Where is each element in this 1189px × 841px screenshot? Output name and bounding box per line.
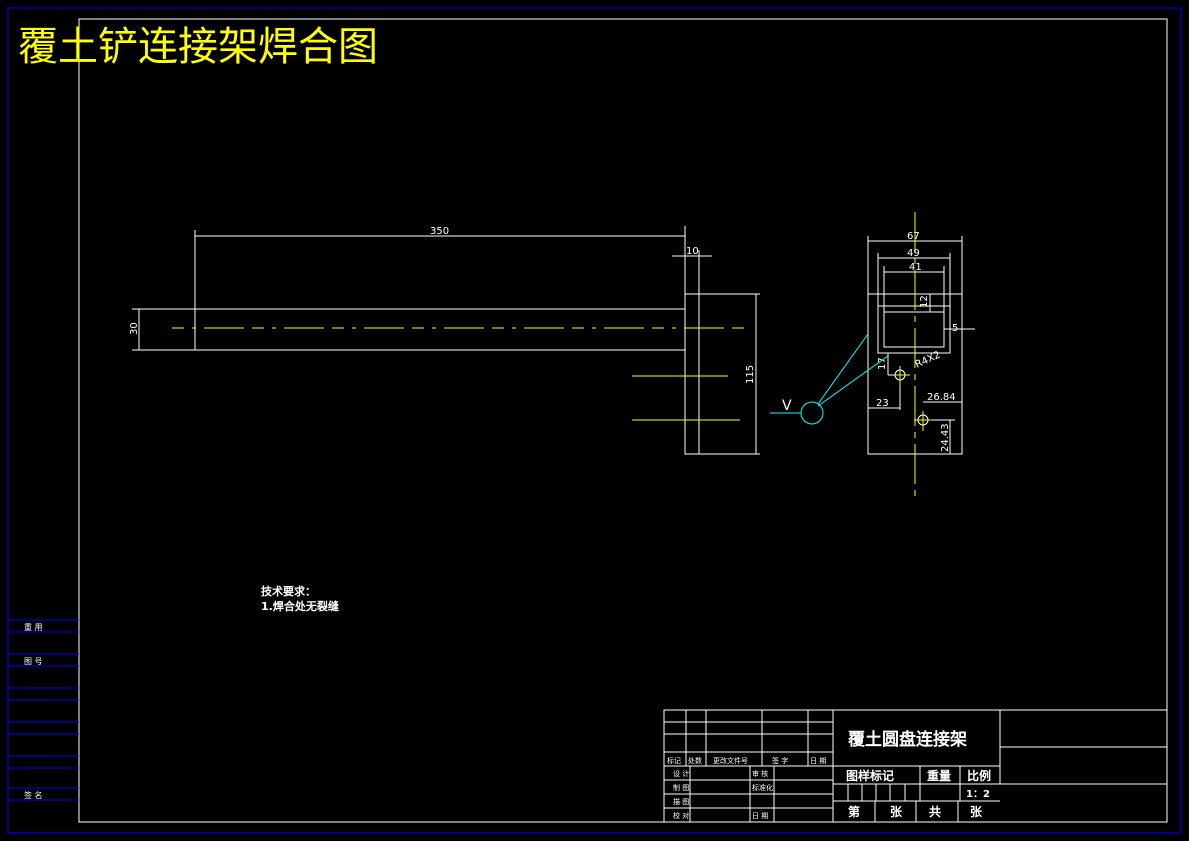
tube-body	[194, 308, 686, 351]
dim-115: 115	[745, 365, 756, 384]
side-centerlines	[894, 212, 932, 498]
tb-header-count: 处数	[688, 756, 702, 765]
tb-header-mark: 标记	[667, 756, 681, 765]
side-strip-r3: 签 名	[24, 790, 43, 800]
end-plate	[684, 293, 700, 455]
tb-verify: 校 对	[673, 811, 689, 820]
tb-design: 设 计	[673, 769, 689, 778]
outer-border	[7, 7, 1182, 834]
part-name: 覆土圆盘连接架	[848, 729, 967, 750]
dim-24-43: 24.43	[940, 423, 951, 452]
dim-5: 5	[952, 323, 958, 334]
tb-scale-value: 1：2	[966, 789, 990, 800]
drawing-title: 覆土铲连接架焊合图	[18, 24, 378, 70]
side-strip	[8, 619, 79, 801]
dim-350: 350	[430, 226, 449, 237]
dim-23: 23	[876, 398, 889, 409]
tb-review: 审 核	[752, 769, 768, 778]
dim-41: 41	[909, 262, 922, 273]
dim-12: 12	[919, 295, 930, 308]
side-view	[867, 236, 975, 455]
side-strip-r1: 重 用	[24, 622, 43, 632]
tb-scale-label: 比例	[967, 768, 991, 783]
dim-49: 49	[907, 248, 920, 259]
tb-mark-label: 图样标记	[846, 768, 894, 783]
tb-sheet-unit1: 张	[890, 804, 903, 819]
tb-drawing: 制 图	[673, 783, 689, 792]
front-centerlines	[172, 327, 745, 421]
front-view	[132, 226, 760, 455]
dim-30: 30	[129, 322, 140, 335]
tb-sheet-total: 共	[929, 804, 941, 819]
dim-17: 17	[877, 357, 888, 370]
tb-weight-label: 重量	[927, 768, 951, 783]
tb-date: 日 期	[752, 812, 768, 820]
weld-symbol-label: V	[782, 398, 792, 414]
dim-10: 10	[686, 246, 699, 257]
tb-header-sign: 签 字	[772, 756, 788, 765]
dim-67: 67	[907, 231, 920, 242]
tb-header-doc: 更改文件号	[713, 756, 748, 765]
tb-process: 标准化	[752, 783, 773, 792]
tube-section-inner	[883, 311, 945, 348]
notes-line1: 1.焊合处无裂缝	[261, 599, 339, 613]
notes-heading: 技术要求：	[261, 584, 316, 598]
tube-section-outer	[877, 305, 951, 354]
tb-check: 描 图	[673, 797, 689, 806]
tb-header-date: 日 期	[810, 757, 826, 765]
tb-sheet-no: 第	[848, 804, 860, 819]
tb-sheet-unit2: 张	[970, 804, 983, 819]
dim-26-84: 26.84	[927, 392, 956, 403]
inner-frame	[78, 18, 1168, 823]
weld-symbol	[770, 333, 889, 425]
title-block	[663, 709, 1168, 823]
side-strip-r2: 图 号	[24, 657, 43, 666]
